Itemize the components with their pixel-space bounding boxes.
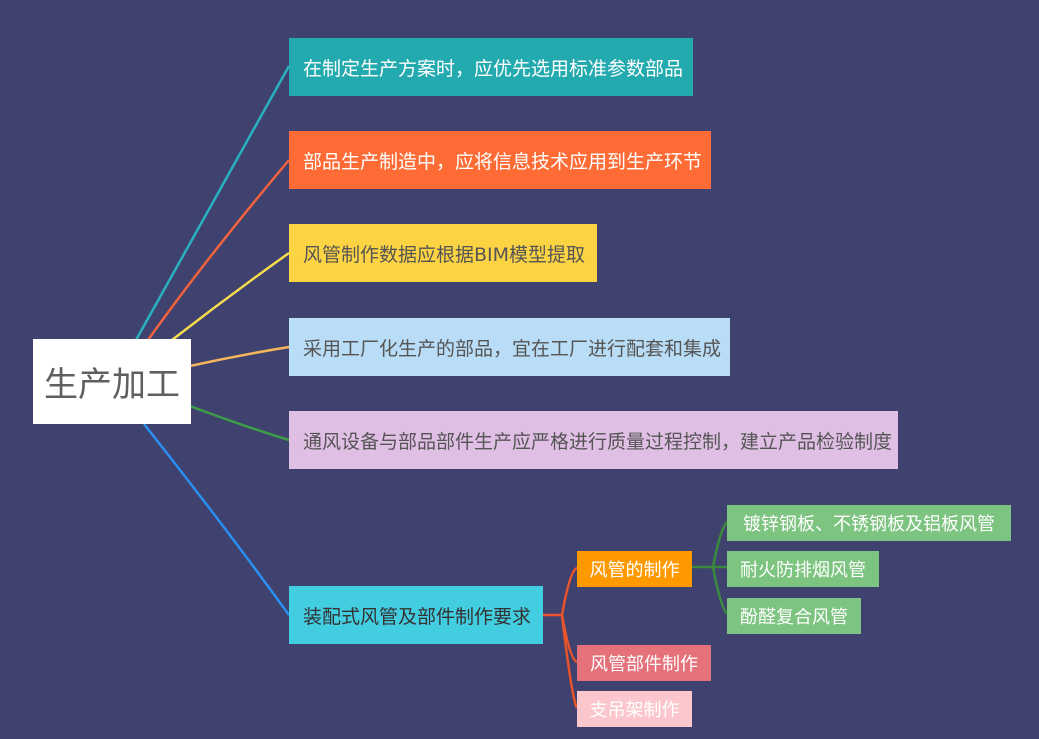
branch-node[interactable]: 装配式风管及部件制作要求 [289, 586, 543, 644]
connector-sub-3 [560, 614, 579, 709]
branch-node[interactable]: 通风设备与部品部件生产应严格进行质量过程控制，建立产品检验制度 [289, 411, 898, 469]
connector-branch-6 [143, 423, 291, 616]
sub-node[interactable]: 风管的制作 [577, 551, 692, 587]
connector-branch-4 [189, 345, 290, 368]
branch-node[interactable]: 在制定生产方案时，应优先选用标准参数部品 [289, 38, 693, 96]
sub-node[interactable]: 支吊架制作 [577, 691, 692, 727]
connector-leaf-3 [711, 566, 729, 615]
connector-leaf-1 [692, 521, 729, 569]
connector-branch-2 [146, 159, 290, 341]
branch-node[interactable]: 采用工厂化生产的部品，宜在工厂进行配套和集成 [289, 318, 730, 376]
connector-branch-5 [189, 404, 290, 442]
leaf-node[interactable]: 酚醛复合风管 [727, 598, 861, 634]
connector-branch-3 [171, 251, 290, 341]
leaf-node[interactable]: 耐火防排烟风管 [727, 551, 879, 587]
branch-node[interactable]: 风管制作数据应根据BIM模型提取 [289, 224, 597, 282]
branch-node[interactable]: 部品生产制造中，应将信息技术应用到生产环节 [289, 131, 711, 189]
leaf-node[interactable]: 镀锌钢板、不锈钢板及铝板风管 [727, 505, 1011, 541]
connector-sub-1 [543, 566, 578, 617]
connector-branch-1 [134, 65, 291, 341]
sub-node[interactable]: 风管部件制作 [577, 645, 711, 681]
root-node[interactable]: 生产加工 [33, 339, 191, 424]
